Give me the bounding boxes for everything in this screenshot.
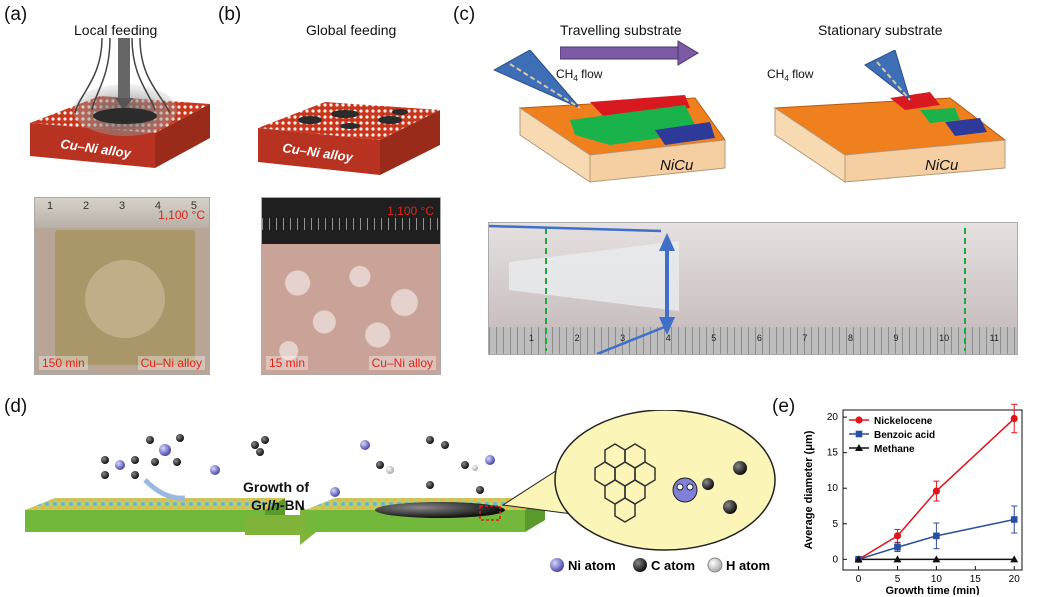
c-atom-icon bbox=[633, 558, 647, 572]
panel-c-label: (c) bbox=[453, 4, 476, 25]
panel-a-time: 150 min bbox=[39, 356, 88, 370]
local-feeding-illustration: Cu–Ni alloy bbox=[30, 38, 210, 168]
y-tick-label: 5 bbox=[832, 519, 838, 530]
panel-a-title: Local feeding bbox=[74, 22, 158, 38]
data-point bbox=[933, 532, 940, 540]
panel-c-flow-right: CH4 flow bbox=[767, 67, 814, 83]
panel-c-right-title: Stationary substrate bbox=[818, 22, 943, 38]
h-atom-icon bbox=[707, 557, 723, 573]
panel-e-label: (e) bbox=[772, 396, 796, 417]
y-tick-label: 15 bbox=[827, 448, 839, 459]
panel-c-flow-left: CH4 flow bbox=[556, 67, 603, 83]
x-tick-label: 10 bbox=[931, 574, 943, 585]
travelling-arrow bbox=[560, 40, 699, 66]
data-point bbox=[932, 487, 940, 495]
panel-c-substrate-left: NiCu bbox=[660, 157, 694, 174]
growth-schematic: Growth of Gr/h-BN Ni atom C atom H atom bbox=[25, 410, 776, 573]
panel-c-left-title: Travelling substrate bbox=[560, 22, 682, 38]
panel-c-substrate-right: NiCu bbox=[925, 157, 959, 174]
y-tick-label: 10 bbox=[827, 483, 839, 494]
data-point bbox=[1010, 555, 1019, 563]
panel-b-title: Global feeding bbox=[306, 22, 397, 38]
x-tick-label: 0 bbox=[856, 574, 862, 585]
series-line bbox=[858, 417, 1015, 560]
panel-a-photo: 1 2 3 4 5 1,100 °C 150 min Cu–Ni alloy bbox=[34, 197, 210, 375]
domain-edge-top bbox=[489, 224, 662, 233]
growth-label-2: Gr/h-BN bbox=[251, 497, 305, 513]
global-feeding-illustration: Cu–Ni alloy bbox=[258, 102, 440, 175]
panel-b-photo: 1,100 °C 15 min Cu–Ni alloy bbox=[261, 197, 441, 375]
domain-edge-bottom bbox=[596, 324, 668, 354]
x-tick-label: 15 bbox=[970, 574, 982, 585]
data-point bbox=[932, 555, 941, 563]
legend-label: Benzoic acid bbox=[874, 430, 935, 441]
growth-label-1: Growth of bbox=[243, 479, 309, 495]
panel-a-material: Cu–Ni alloy bbox=[137, 356, 205, 370]
legend-marker bbox=[855, 444, 863, 451]
plot-frame bbox=[842, 409, 1023, 571]
legend-ni: Ni atom bbox=[568, 558, 616, 573]
legend-c: C atom bbox=[651, 558, 695, 573]
travelling-substrate: CH4 flow NiCu bbox=[492, 50, 726, 183]
data-point bbox=[893, 555, 902, 563]
panel-a-temp: 1,100 °C bbox=[158, 208, 205, 222]
graphene-domains bbox=[262, 244, 440, 374]
y-tick-label: 0 bbox=[832, 554, 838, 565]
panel-b-time: 15 min bbox=[266, 356, 309, 370]
chart-xlabel: Growth time (min) bbox=[885, 585, 979, 595]
panel-b-label: (b) bbox=[218, 4, 242, 25]
legend-h: H atom bbox=[726, 558, 770, 573]
legend-marker bbox=[855, 430, 863, 438]
x-tick-label: 5 bbox=[895, 574, 901, 585]
panel-b-material: Cu–Ni alloy bbox=[368, 356, 436, 370]
data-point bbox=[1010, 414, 1018, 423]
legend-label: Methane bbox=[874, 444, 915, 455]
graphene-domain bbox=[85, 260, 165, 338]
panel-b-temp: 1,100 °C bbox=[387, 204, 434, 218]
data-point bbox=[854, 555, 863, 563]
legend-label: Nickelocene bbox=[874, 416, 933, 427]
y-tick-label: 20 bbox=[827, 412, 839, 423]
ni-atom-icon bbox=[550, 558, 564, 572]
data-point bbox=[1010, 516, 1018, 523]
panel-a-label: (a) bbox=[4, 4, 28, 25]
series-line bbox=[858, 518, 1015, 561]
data-point bbox=[894, 543, 901, 551]
panel-d-label: (d) bbox=[4, 396, 28, 417]
data-point bbox=[893, 532, 902, 540]
legend-marker bbox=[855, 416, 863, 424]
x-tick-label: 20 bbox=[1009, 574, 1021, 585]
panel-a-ruler: 1 2 3 4 5 bbox=[47, 200, 197, 212]
chart-ylabel: Average diameter (μm) bbox=[803, 430, 815, 549]
stationary-substrate: CH4 flow NiCu bbox=[767, 50, 1007, 183]
